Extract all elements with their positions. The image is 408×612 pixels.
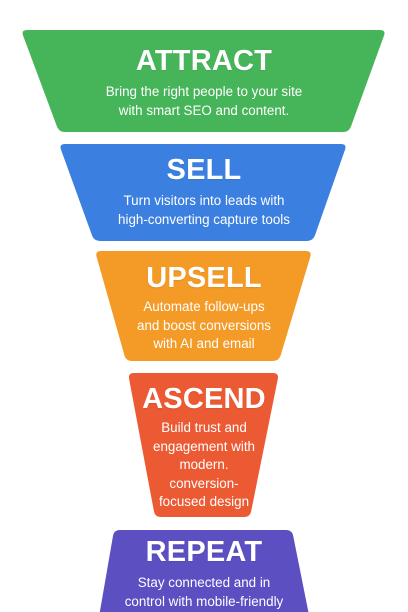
stage-attract-shape xyxy=(22,30,385,132)
stage-sell-shape xyxy=(60,144,346,241)
stage-repeat-shape xyxy=(99,530,309,612)
stage-upsell-shape xyxy=(96,251,311,361)
stage-ascend-shape xyxy=(128,373,278,517)
